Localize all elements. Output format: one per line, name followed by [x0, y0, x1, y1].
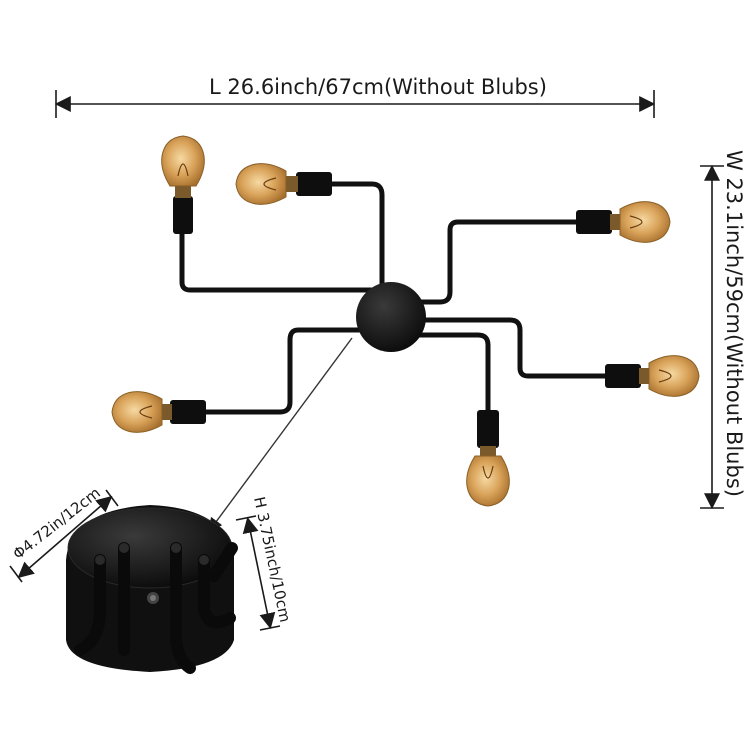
edison-bulb-4 [639, 355, 700, 397]
canopy-closeup [66, 505, 238, 674]
arm-bottom-right [392, 332, 491, 415]
ceiling-fixture [111, 135, 700, 507]
length-dimension: L 26.6inch/67cm(Without Blubs) [54, 75, 656, 118]
edison-bulb-2 [235, 163, 298, 205]
arm-top-left-horizontal [327, 181, 385, 295]
edison-bulb-6 [111, 391, 172, 433]
arm-left-lower [203, 327, 375, 415]
arm-right-lower [402, 317, 611, 379]
callout-line [208, 337, 353, 533]
socket-4 [605, 364, 641, 388]
socket-3 [576, 210, 612, 234]
socket-6 [170, 400, 206, 424]
canopy-disc [356, 282, 426, 352]
edison-bulb-1 [161, 135, 205, 198]
width-label: W 23.1inch/59cm(Without Blubs) [722, 150, 746, 497]
height-dimension: H 3.75inch/10cm [235, 495, 294, 631]
arm-top-left-vertical [179, 217, 388, 293]
length-label: L 26.6inch/67cm(Without Blubs) [209, 75, 547, 99]
socket-1 [173, 196, 193, 234]
socket-5 [477, 410, 499, 448]
edison-bulb-3 [610, 201, 671, 243]
width-dimension: W 23.1inch/59cm(Without Blubs) [700, 150, 746, 510]
arm-right-upper [397, 219, 583, 305]
edison-bulb-5 [466, 446, 510, 507]
socket-2 [296, 172, 332, 196]
